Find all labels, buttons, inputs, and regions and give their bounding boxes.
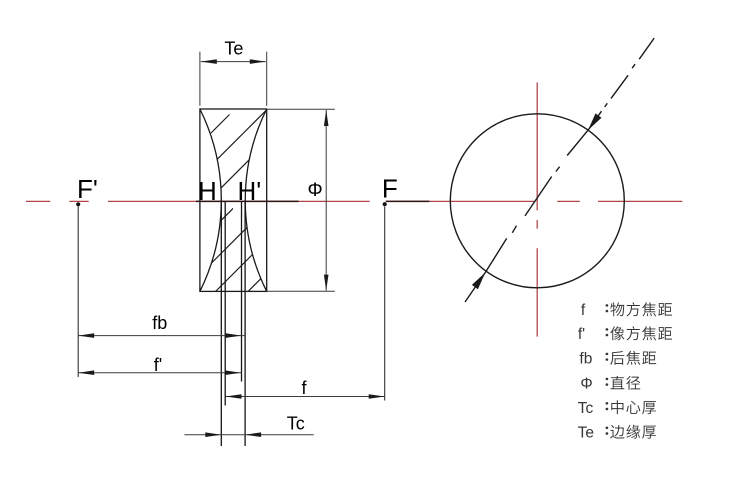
svg-text:Tc: Tc (578, 400, 594, 417)
svg-text:fb: fb (579, 351, 592, 368)
svg-text:fb: fb (152, 313, 167, 333)
svg-text:Te: Te (578, 425, 594, 442)
svg-text:f: f (581, 302, 586, 319)
svg-text:f': f' (154, 355, 162, 375)
svg-text:F: F (382, 174, 398, 204)
svg-text:Tc: Tc (287, 414, 305, 434)
svg-text:Te: Te (224, 39, 243, 59)
svg-text:F': F' (77, 174, 98, 204)
svg-text:Φ: Φ (580, 376, 592, 393)
svg-text:H': H' (238, 176, 262, 206)
svg-text:f': f' (578, 326, 585, 343)
svg-text:H: H (198, 176, 217, 206)
svg-text:f: f (301, 378, 307, 398)
svg-text:Φ: Φ (308, 180, 323, 201)
